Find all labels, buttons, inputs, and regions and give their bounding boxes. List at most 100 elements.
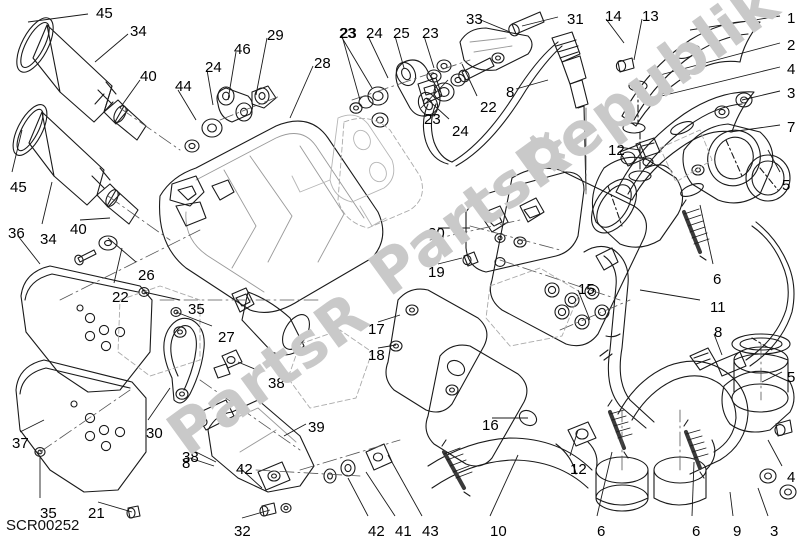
- leader-line: [377, 344, 397, 349]
- leader-line: [113, 247, 123, 284]
- leader-line: [79, 217, 111, 221]
- callout-number: 29: [267, 27, 284, 44]
- callout-number: 24: [452, 123, 469, 140]
- leader-line: [425, 97, 450, 120]
- callout-number: 3: [770, 523, 779, 540]
- callout-number: 31: [567, 11, 584, 28]
- callout-number: 27: [218, 329, 235, 346]
- leader-line: [191, 449, 217, 463]
- callout-number: 19: [428, 264, 445, 281]
- leader-line: [521, 16, 559, 27]
- drawing-code: SCR00252: [6, 517, 80, 534]
- callout-number: 42: [368, 523, 385, 540]
- leader-line: [189, 457, 215, 467]
- leader-line: [461, 63, 478, 97]
- leader-line: [605, 18, 625, 44]
- callout-number: 33: [466, 11, 483, 28]
- callout-number: 34: [40, 231, 57, 248]
- callout-number: 20: [428, 225, 445, 242]
- callout-number: 17: [368, 321, 385, 338]
- callout-number: 28: [314, 55, 331, 72]
- leader-line: [713, 333, 723, 356]
- callout-number: 38: [182, 449, 199, 466]
- leader-line: [689, 15, 781, 31]
- callout-number: 40: [70, 221, 87, 238]
- leader-line: [289, 65, 314, 119]
- callout-number: 3: [787, 85, 796, 102]
- leader-line: [767, 439, 783, 467]
- leader-line: [241, 509, 271, 519]
- callout-number: 18: [368, 347, 385, 364]
- leader-line: [206, 69, 214, 106]
- callout-number: 13: [642, 8, 659, 25]
- callout-number: 38: [268, 375, 285, 392]
- leader-line: [699, 204, 714, 265]
- callout-number: 24: [366, 25, 383, 42]
- callout-number: 35: [188, 301, 205, 318]
- leader-line: [237, 361, 263, 373]
- leader-line: [729, 491, 734, 517]
- leader-line: [596, 451, 613, 517]
- callout-number: 9: [733, 523, 742, 540]
- callout-number: 44: [175, 78, 192, 95]
- callout-number: 6: [713, 271, 722, 288]
- leader-line: [377, 314, 401, 323]
- leader-line: [729, 124, 781, 133]
- callout-number: 23: [424, 111, 441, 128]
- leader-line: [691, 461, 695, 517]
- leader-line: [387, 454, 423, 517]
- leader-line: [437, 257, 463, 265]
- leader-line: [143, 291, 181, 301]
- callout-number: 5: [782, 177, 791, 194]
- leader-line: [239, 467, 263, 489]
- leader-line: [577, 289, 591, 321]
- callout-number: 41: [395, 523, 412, 540]
- callout-number: 39: [308, 419, 325, 436]
- leader-line: [475, 17, 511, 33]
- callout-number: 34: [130, 23, 147, 40]
- callout-number: 12: [570, 461, 587, 478]
- leader-line: [423, 35, 435, 69]
- callout-number: 10: [490, 523, 507, 540]
- callout-number: 24: [205, 59, 222, 76]
- callout-number: 8: [714, 324, 723, 341]
- callout-number: 22: [112, 289, 129, 306]
- callout-number: 5: [787, 369, 796, 386]
- leader-line: [94, 33, 129, 63]
- leader-line: [761, 371, 783, 383]
- leader-line: [255, 37, 268, 96]
- leader-line: [17, 235, 41, 265]
- leader-line: [340, 35, 373, 89]
- callout-number: 42: [236, 461, 253, 478]
- leader-line: [741, 90, 781, 101]
- leader-line: [227, 51, 237, 101]
- callout-number: 8: [506, 84, 515, 101]
- callout-number: 22: [480, 99, 497, 116]
- leader-line: [283, 423, 307, 437]
- leader-line: [175, 311, 213, 327]
- leader-line: [489, 454, 519, 517]
- leader-line: [757, 487, 769, 517]
- leader-line: [617, 146, 641, 151]
- callout-number: 12: [608, 142, 625, 159]
- leader-line: [11, 129, 23, 173]
- leader-line: [420, 79, 449, 109]
- callout-number: 36: [8, 225, 25, 242]
- callout-number: 32: [234, 523, 251, 540]
- callout-number: 7: [787, 119, 796, 136]
- callout-number: 14: [605, 8, 622, 25]
- callout-number: 21: [88, 505, 105, 522]
- callout-number: 45: [10, 179, 27, 196]
- callout-number: 16: [482, 417, 499, 434]
- callout-number: 35: [40, 505, 57, 522]
- callout-number: 4: [787, 469, 796, 486]
- callout-number: 37: [12, 435, 29, 452]
- leader-line: [97, 501, 133, 513]
- callout-number: 43: [422, 523, 439, 540]
- callout-number: 40: [140, 68, 157, 85]
- leader-line: [347, 477, 369, 517]
- callout-number: 4: [787, 61, 796, 78]
- leader-line: [515, 79, 549, 90]
- callout-number: 11: [710, 299, 726, 316]
